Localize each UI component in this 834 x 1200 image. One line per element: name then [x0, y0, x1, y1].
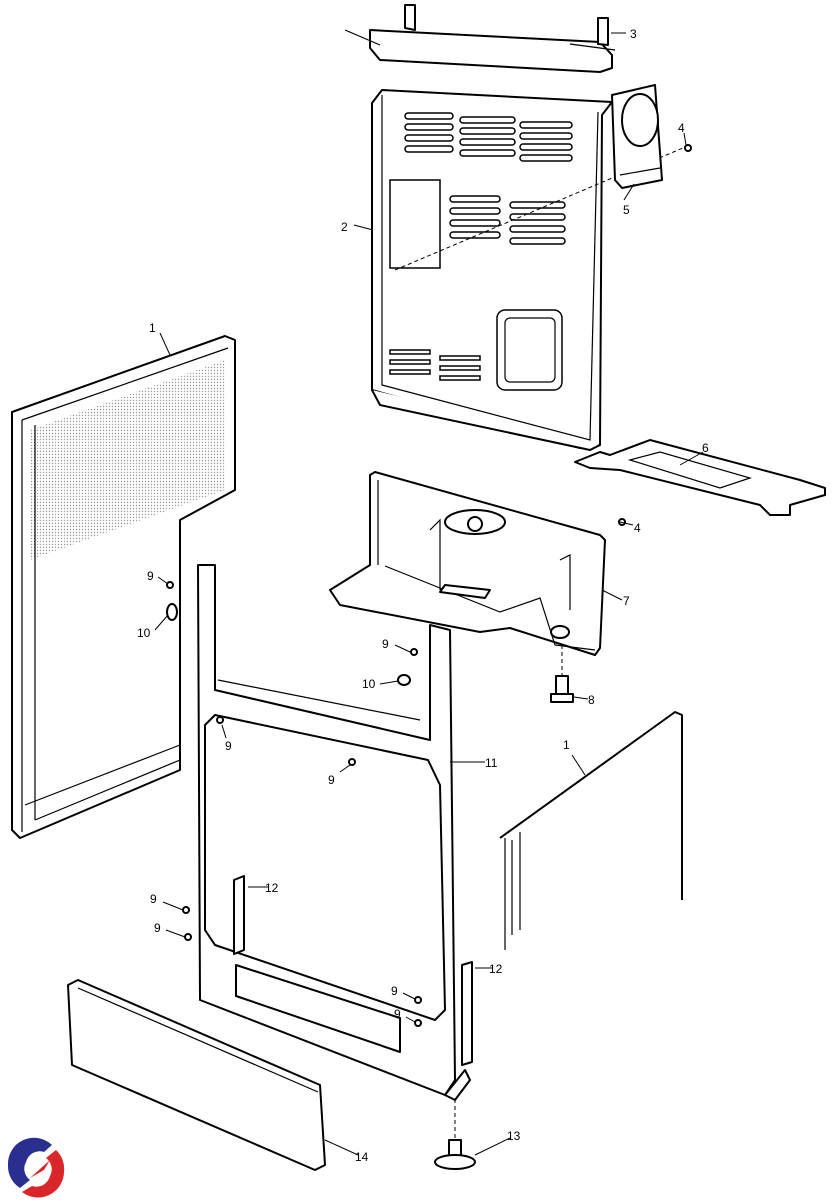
- part-7-burner-box: [329, 471, 606, 656]
- part-1-right-side-panel: [499, 711, 683, 950]
- callout-1: 1: [149, 321, 156, 335]
- callout-3: 3: [630, 27, 637, 41]
- vent-slots: [389, 112, 573, 381]
- part-8-leg: [550, 645, 574, 703]
- callout-9: 9: [394, 1007, 401, 1021]
- callout-6: 6: [702, 441, 709, 455]
- callout-9: 9: [147, 569, 154, 583]
- part-11-front-frame: [197, 564, 471, 1101]
- callout-10: 10: [362, 677, 376, 691]
- brand-logo: [7, 1137, 65, 1198]
- callout-9: 9: [150, 892, 157, 906]
- callout-10: 10: [137, 626, 151, 640]
- part-1-left-side-panel: [11, 335, 236, 839]
- callout-5: 5: [623, 203, 630, 217]
- part-12-hinge-right: [461, 961, 473, 1066]
- callout-2: 2: [341, 220, 348, 234]
- callout-4: 4: [634, 521, 641, 535]
- leader-lines: [154, 32, 704, 1156]
- callout-9: 9: [154, 921, 161, 935]
- callout-9: 9: [328, 773, 335, 787]
- callout-12: 12: [489, 962, 503, 976]
- callout-1: 1: [563, 738, 570, 752]
- callout-7: 7: [623, 594, 630, 608]
- part-14-kick-panel: [67, 979, 326, 1171]
- callout-12: 12: [265, 881, 279, 895]
- callout-13: 13: [507, 1129, 521, 1143]
- callout-14: 14: [355, 1150, 369, 1164]
- part-13-leveler: [434, 1078, 476, 1170]
- callout-8: 8: [588, 693, 595, 707]
- part-12-hinge-left: [233, 875, 245, 955]
- part-3-top-bracket: [344, 4, 616, 73]
- part-6-plate: [574, 439, 826, 516]
- callout-9: 9: [225, 739, 232, 753]
- callout-9: 9: [391, 984, 398, 998]
- part-2-back-panel: [371, 89, 691, 451]
- callout-9: 9: [382, 637, 389, 651]
- screws: [166, 144, 692, 1027]
- callout-4: 4: [678, 121, 685, 135]
- callout-labels: 3 4 5 2 1 6 4 7 9 10 9 10 8 9 9 11 1 12 …: [137, 27, 709, 1164]
- callout-11: 11: [485, 756, 498, 770]
- part-5-bracket: [611, 84, 663, 189]
